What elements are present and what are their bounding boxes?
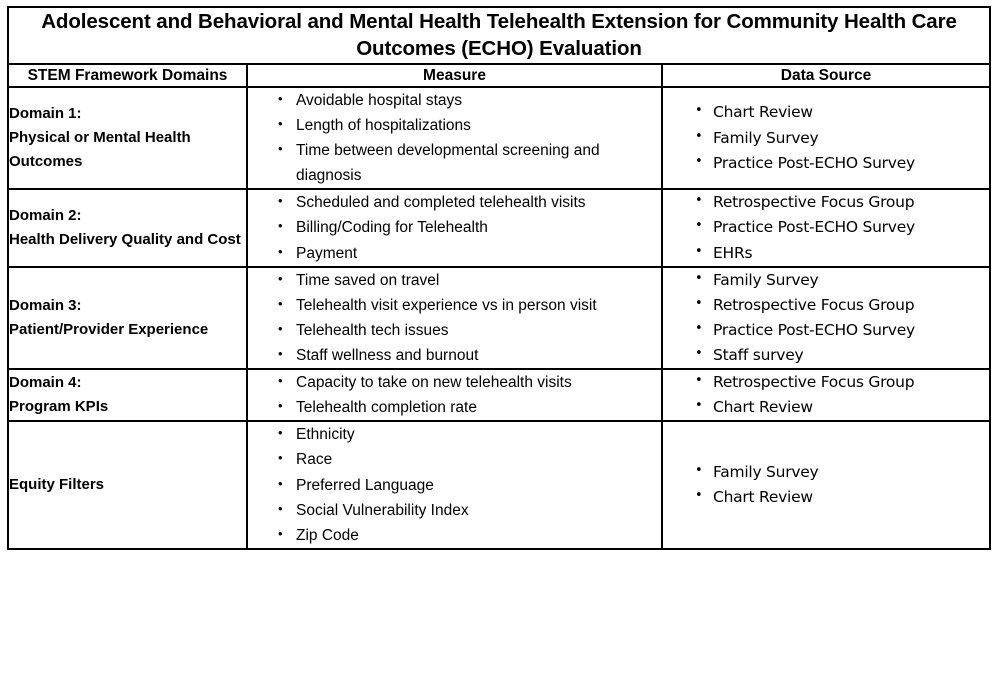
measure-item-list: EthnicityRacePreferred LanguageSocial Vu… xyxy=(248,422,661,548)
source-item: Retrospective Focus Group xyxy=(663,370,989,395)
source-item: Family Survey xyxy=(663,460,989,485)
source-item-list: Family SurveyChart Review xyxy=(663,460,989,510)
source-cell: Family SurveyChart Review xyxy=(661,420,991,550)
column-header-source-label: Data Source xyxy=(780,66,872,84)
echo-evaluation-table: Adolescent and Behavioral and Mental Hea… xyxy=(7,6,991,550)
measure-item: Telehealth completion rate xyxy=(248,395,661,420)
table-header-row: STEM Framework Domains Measure Data Sour… xyxy=(7,62,991,88)
domain-cell: Domain 1: Physical or Mental Health Outc… xyxy=(7,85,248,191)
measure-item: Telehealth tech issues xyxy=(248,318,661,343)
measure-item-list: Avoidable hospital staysLength of hospit… xyxy=(248,88,661,188)
measure-item: Billing/Coding for Telehealth xyxy=(248,215,661,240)
domain-label: Domain 4: Program KPIs xyxy=(9,373,109,416)
table-row: Equity Filters EthnicityRacePreferred Lan… xyxy=(7,420,991,550)
table-row: Domain 3: Patient/Provider Experience Tim… xyxy=(7,265,991,371)
page-title: Adolescent and Behavioral and Mental Hea… xyxy=(41,10,957,61)
table-row: Domain 4: Program KPIs Capacity to take o… xyxy=(7,368,991,423)
measure-item: Telehealth visit experience vs in person… xyxy=(248,293,661,318)
domain-cell: Domain 2: Health Delivery Quality and Co… xyxy=(7,188,248,268)
domain-label: Domain 3: Patient/Provider Experience xyxy=(9,296,209,338)
source-item: Retrospective Focus Group xyxy=(663,293,989,318)
measure-item: Zip Code xyxy=(248,523,661,548)
column-header-source: Data Source xyxy=(661,62,991,88)
source-item: Retrospective Focus Group xyxy=(663,190,989,215)
domain-cell: Equity Filters xyxy=(7,420,248,550)
source-item-list: Retrospective Focus GroupPractice Post-E… xyxy=(663,190,989,265)
measure-item: Staff wellness and burnout xyxy=(248,343,661,368)
measure-item: Scheduled and completed telehealth visit… xyxy=(248,190,661,215)
measure-item-list: Time saved on travelTelehealth visit exp… xyxy=(248,268,661,368)
measure-item: Capacity to take on new telehealth visit… xyxy=(248,370,661,395)
source-item: Practice Post-ECHO Survey xyxy=(663,151,989,176)
domain-cell: Domain 4: Program KPIs xyxy=(7,368,248,423)
table-title-cell: Adolescent and Behavioral and Mental Hea… xyxy=(7,6,991,65)
table-row: Domain 2: Health Delivery Quality and Co… xyxy=(7,188,991,268)
measure-item: Time saved on travel xyxy=(248,268,661,293)
measure-cell: Scheduled and completed telehealth visit… xyxy=(246,188,663,268)
column-header-measure: Measure xyxy=(246,62,663,88)
measure-cell: Capacity to take on new telehealth visit… xyxy=(246,368,663,423)
source-item-list: Chart ReviewFamily SurveyPractice Post-E… xyxy=(663,100,989,175)
measure-item-list: Capacity to take on new telehealth visit… xyxy=(248,370,661,420)
source-cell: Retrospective Focus GroupPractice Post-E… xyxy=(661,188,991,268)
measure-cell: Time saved on travelTelehealth visit exp… xyxy=(246,265,663,371)
domain-label: Domain 1: Physical or Mental Health Outc… xyxy=(9,104,191,171)
table-row: Domain 1: Physical or Mental Health Outc… xyxy=(7,85,991,191)
source-item-list: Family SurveyRetrospective Focus GroupPr… xyxy=(663,268,989,368)
measure-item: Social Vulnerability Index xyxy=(248,498,661,523)
measure-item: Ethnicity xyxy=(248,422,661,447)
table-title-row: Adolescent and Behavioral and Mental Hea… xyxy=(7,6,991,65)
source-cell: Retrospective Focus GroupChart Review xyxy=(661,368,991,423)
source-item-list: Retrospective Focus GroupChart Review xyxy=(663,370,989,420)
domain-label: Equity Filters xyxy=(9,475,105,493)
source-item: Family Survey xyxy=(663,268,989,293)
column-header-measure-label: Measure xyxy=(423,66,486,84)
measure-item: Length of hospitalizations xyxy=(248,113,661,138)
source-cell: Family SurveyRetrospective Focus GroupPr… xyxy=(661,265,991,371)
measure-item: Preferred Language xyxy=(248,473,661,498)
measure-cell: Avoidable hospital staysLength of hospit… xyxy=(246,85,663,191)
source-item: Practice Post-ECHO Survey xyxy=(663,318,989,343)
measure-item: Payment xyxy=(248,241,661,266)
source-item: Chart Review xyxy=(663,100,989,125)
domain-label: Domain 2: Health Delivery Quality and Co… xyxy=(9,206,241,248)
measure-cell: EthnicityRacePreferred LanguageSocial Vu… xyxy=(246,420,663,550)
measure-item: Race xyxy=(248,447,661,472)
domain-cell: Domain 3: Patient/Provider Experience xyxy=(7,265,248,371)
source-item: Chart Review xyxy=(663,485,989,510)
source-item: Staff survey xyxy=(663,343,989,368)
measure-item: Avoidable hospital stays xyxy=(248,88,661,113)
source-item: Family Survey xyxy=(663,126,989,151)
source-item: EHRs xyxy=(663,241,989,266)
measure-item: Time between developmental screening and… xyxy=(248,138,661,188)
source-item: Chart Review xyxy=(663,395,989,420)
column-header-domain: STEM Framework Domains xyxy=(7,62,248,88)
table-body: Domain 1: Physical or Mental Health Outc… xyxy=(7,85,991,550)
column-header-domain-label: STEM Framework Domains xyxy=(27,66,228,84)
source-item: Practice Post-ECHO Survey xyxy=(663,215,989,240)
source-cell: Chart ReviewFamily SurveyPractice Post-E… xyxy=(661,85,991,191)
measure-item-list: Scheduled and completed telehealth visit… xyxy=(248,190,661,265)
